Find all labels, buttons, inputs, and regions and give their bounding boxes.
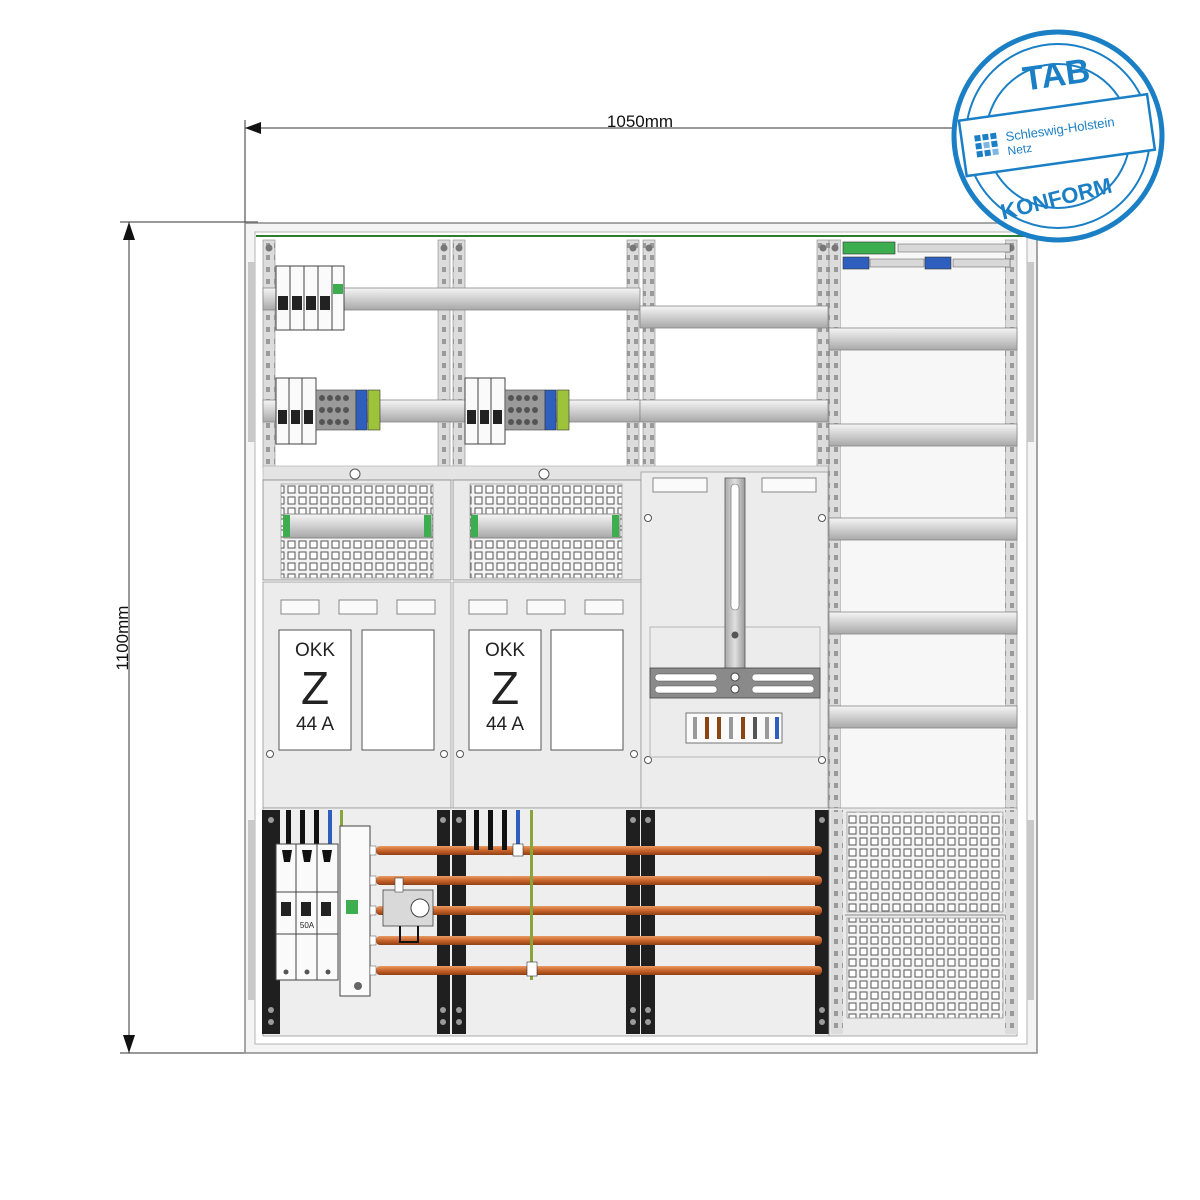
busbar-holder xyxy=(452,810,466,1034)
meter-symbol: Z xyxy=(301,662,329,714)
meter-field-middle: OKK Z 44 A xyxy=(452,581,642,809)
screw-icon xyxy=(645,244,653,252)
rcbo-terminal-group-middle xyxy=(464,377,570,445)
stamp-brand-sub: Netz xyxy=(1007,141,1033,158)
brand-logo-icon xyxy=(974,132,999,158)
dimension-height: 1100mm xyxy=(113,221,258,1054)
arrow-down-icon xyxy=(123,1035,135,1053)
blank-plate xyxy=(361,629,435,751)
screw-icon xyxy=(831,244,839,252)
meter-label-plate xyxy=(278,629,352,751)
busbar-l2 xyxy=(376,876,822,885)
busbar-holder xyxy=(437,810,450,1034)
surge-protection xyxy=(339,825,377,997)
main-switch-rating: 50A xyxy=(300,921,315,930)
busbar-n xyxy=(376,936,822,945)
dimension-width: 1050mm xyxy=(244,112,1035,225)
screw-icon xyxy=(440,244,448,252)
blank-plate xyxy=(550,629,624,751)
rcbo-terminal-group-left xyxy=(275,377,381,445)
meter-label-plate xyxy=(468,629,542,751)
screw-icon xyxy=(265,244,273,252)
screw-icon xyxy=(455,244,463,252)
width-label: 1050mm xyxy=(607,112,673,131)
stamp-top-text: TAB xyxy=(1020,52,1092,99)
meter-rating: 44 A xyxy=(486,714,524,735)
busbar-holder xyxy=(641,810,655,1034)
arrow-up-icon xyxy=(123,222,135,240)
tab-konform-stamp: Schleswig-Holstein Netz TAB KONFORM xyxy=(951,29,1165,243)
perforated-panel-bottom-right xyxy=(828,807,1018,1037)
hook-icon xyxy=(538,468,550,480)
busbar-holder xyxy=(626,810,640,1034)
communication-field xyxy=(640,471,829,809)
busbar-holder xyxy=(815,810,829,1034)
earthing-terminal xyxy=(382,877,434,943)
screw-icon xyxy=(629,244,637,252)
busbar-l3 xyxy=(376,906,822,915)
meter-rating: 44 A xyxy=(296,714,334,735)
meter-title: OKK xyxy=(295,640,335,661)
meter-title: OKK xyxy=(485,640,525,661)
busbar-pe xyxy=(376,966,822,975)
circuit-breaker-group-top xyxy=(275,265,345,331)
apz-panel-middle xyxy=(452,479,642,581)
busbar-l1 xyxy=(376,846,822,855)
meter-symbol: Z xyxy=(491,662,519,714)
hook-icon xyxy=(349,468,361,480)
screw-icon xyxy=(819,244,827,252)
arrow-left-icon xyxy=(245,122,261,134)
main-switch: 50A xyxy=(275,843,339,981)
apz-panel-left xyxy=(262,479,452,581)
meter-field-left: OKK Z 44 A xyxy=(262,581,452,809)
height-label: 1100mm xyxy=(113,606,132,671)
distribution-rails xyxy=(828,241,1018,729)
